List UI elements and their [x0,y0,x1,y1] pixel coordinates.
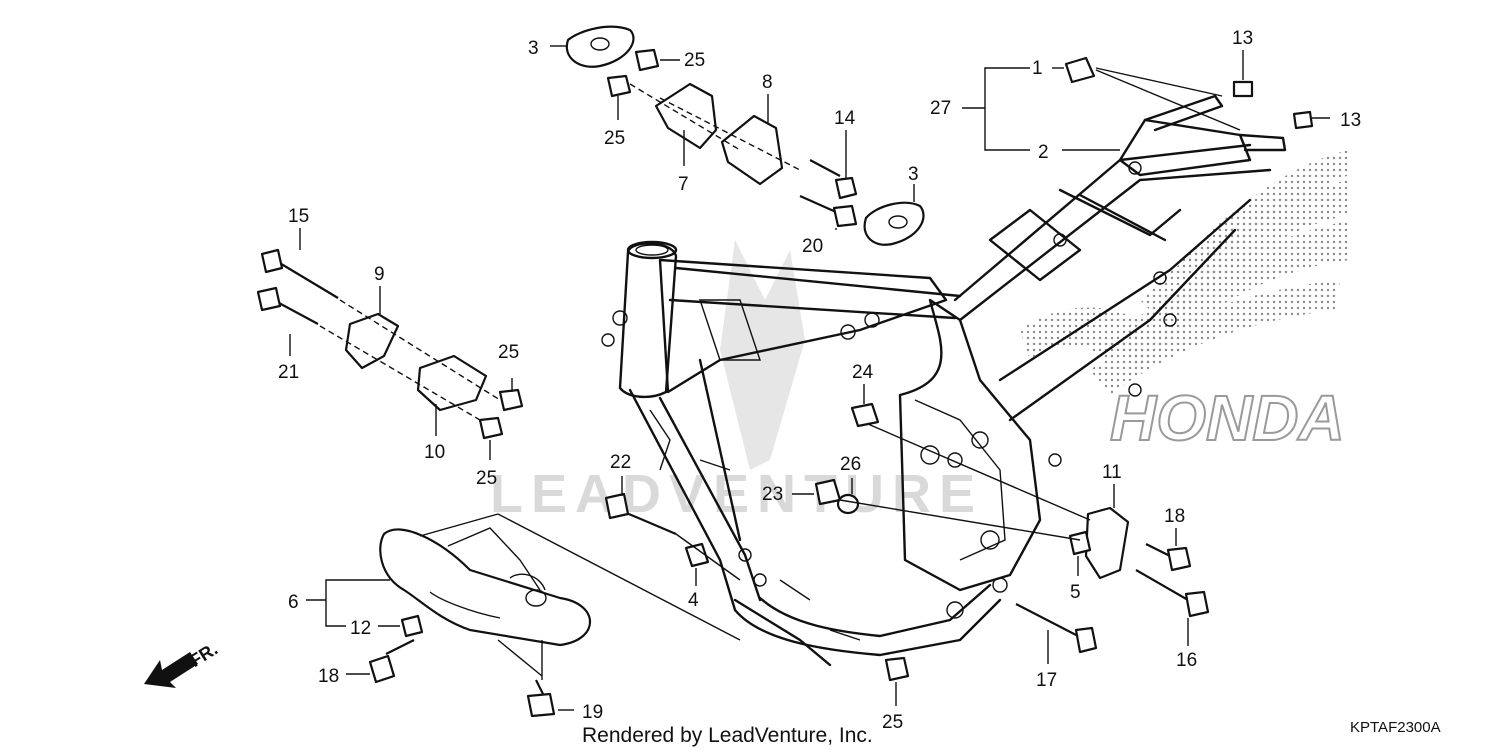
bolt-part-15 [260,248,339,299]
nut-part-13-top [1232,80,1254,98]
callout-7: 7 [678,174,689,195]
bolt-part-18-left [368,639,415,684]
collar-part-24 [850,402,880,428]
callout-13-top: 13 [1232,28,1253,49]
callout-9: 9 [374,264,385,285]
callout-14: 14 [834,108,856,129]
callout-3-mid: 3 [908,164,919,185]
skid-plate-part-6 [379,528,591,647]
bolt-part-16 [1135,569,1210,618]
bolt-part-18-right [1145,543,1192,572]
nut-part-13-right [1292,110,1314,130]
callout-2: 2 [1038,142,1049,163]
frame-body [601,94,1287,667]
watermark-text: LEADVENTURE [490,464,983,524]
callout-4: 4 [688,590,699,611]
callout-18-left: 18 [318,666,339,687]
bolt-part-17 [1015,603,1098,654]
bolt-part-21 [256,286,319,325]
bracket-part-7 [654,82,718,150]
callout-23: 23 [762,484,783,505]
front-arrow-icon [144,652,198,688]
bracket-part-10 [416,354,488,412]
callout-13-right: 13 [1340,110,1361,131]
callout-25-top: 25 [684,50,705,71]
callout-8: 8 [762,72,773,93]
footer-credit: Rendered by LeadVenture, Inc. [582,724,873,747]
callout-19: 19 [582,702,603,723]
callout-17: 17 [1036,670,1057,691]
callout-27: 27 [930,98,951,119]
callout-11: 11 [1102,462,1122,483]
nut-part-12 [400,614,424,638]
brand-mark: HONDA [1110,382,1345,454]
callout-25-upper: 25 [604,128,625,149]
callout-10: 10 [424,442,445,463]
bushing-part-3-mid [863,201,925,246]
bolt-part-14 [809,159,858,200]
callout-12: 12 [350,618,371,639]
callout-25-left-a: 25 [498,342,519,363]
bracket-part-11 [1084,506,1130,580]
collar-part-5 [1068,530,1092,556]
bolt-part-20 [799,194,858,228]
bracket-part-9 [344,312,400,370]
nut-part-25-group [478,48,910,682]
callout-16: 16 [1176,650,1197,671]
callout-labels: 1 2 27 13 13 3 3 25 25 25 25 25 7 8 14 2… [278,28,1361,733]
pad-part-1 [1064,56,1096,84]
bushing-part-3-top [565,25,635,68]
collar-part-4 [684,542,710,568]
callout-20: 20 [802,236,823,257]
callout-25-left-b: 25 [476,468,497,489]
callout-5: 5 [1070,582,1081,603]
washer-part-26 [836,493,860,515]
leader-lines [289,45,1330,711]
honda-wing-logo: HONDA [1020,150,1350,455]
callout-1: 1 [1032,58,1043,79]
bracket-part-8 [720,114,784,186]
callout-21: 21 [278,362,299,383]
callout-26: 26 [840,454,861,475]
callout-24: 24 [852,362,874,383]
watermark: LEADVENTURE [490,240,983,524]
callout-18-right: 18 [1164,506,1185,527]
bolt-part-19 [526,679,556,718]
callout-25-bottom: 25 [882,712,903,733]
callout-3-top: 3 [528,38,539,59]
bolt-part-22 [604,492,677,536]
callout-15: 15 [288,206,309,227]
callout-22: 22 [610,452,631,473]
front-direction-indicator: FR. [144,639,221,688]
callout-6: 6 [288,592,299,613]
diagram-code: KPTAF2300A [1350,719,1441,736]
